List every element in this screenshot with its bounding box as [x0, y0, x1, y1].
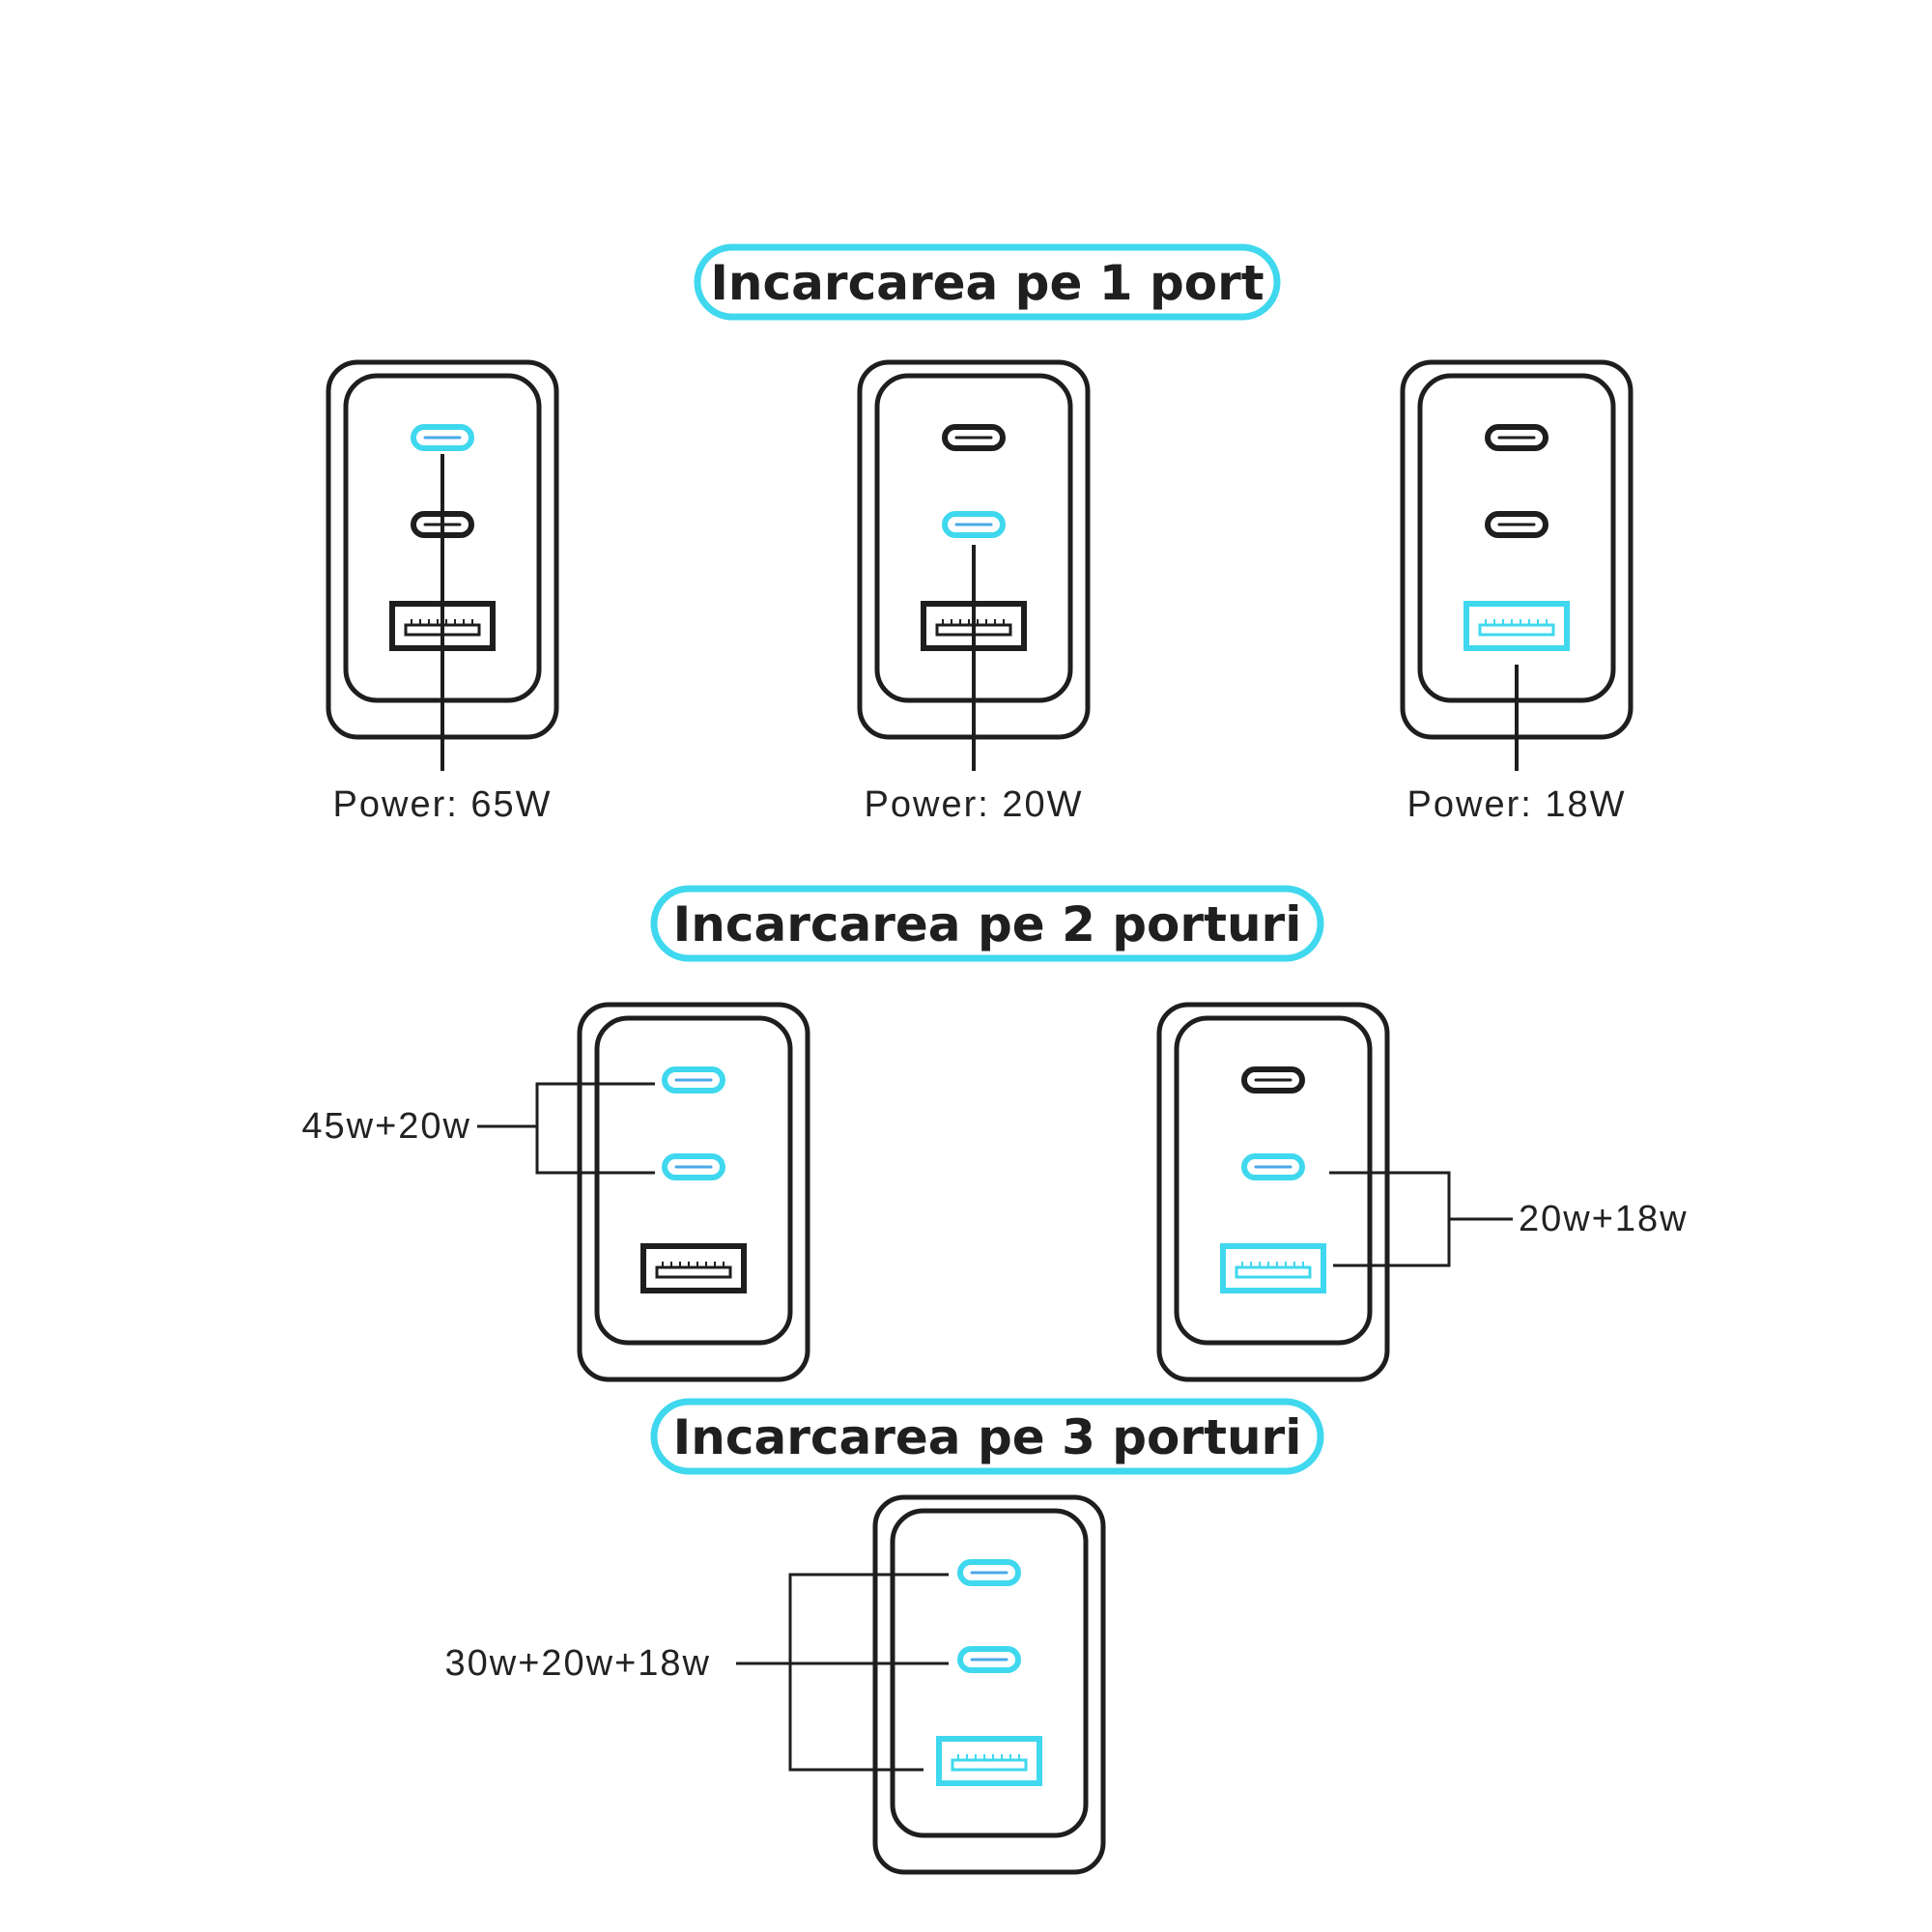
single-port-charger-2: Power: 20W: [857, 359, 1091, 825]
usb-c-port-icon: [411, 424, 474, 451]
power-label: 30w+20w+18w: [444, 1643, 711, 1684]
bracket-line: [788, 1573, 949, 1772]
usb-a-port-icon: [936, 1736, 1042, 1786]
usb-c-port-icon: [942, 511, 1006, 538]
heading-3-ports-text: Incarcarea pe 3 porturi: [673, 1409, 1302, 1465]
charger-icon: [872, 1494, 1106, 1875]
usb-c-port-icon: [662, 1066, 725, 1094]
usb-c-port-icon: [662, 1153, 725, 1180]
single-port-charger-3: Power: 18W: [1400, 359, 1634, 825]
usb-c-port-icon: [942, 424, 1006, 451]
charger-icon: [577, 1002, 810, 1382]
usb-a-port-icon: [1220, 1243, 1326, 1293]
usb-c-port-icon: [957, 1559, 1021, 1586]
power-label: Power: 65W: [333, 784, 553, 825]
charger-icon: [1400, 359, 1634, 740]
heading-pill: [694, 243, 1281, 321]
usb-c-port-icon: [1241, 1066, 1305, 1094]
usb-a-port-icon: [640, 1243, 747, 1293]
power-label: Power: 18W: [1407, 784, 1627, 825]
heading-3-ports: Incarcarea pe 3 porturi: [650, 1398, 1324, 1475]
dual-port-charger-2: 20w+18w: [1156, 1002, 1689, 1382]
heading-pill: [650, 1398, 1324, 1475]
heading-pill: [650, 885, 1324, 962]
power-label: Power: 20W: [865, 784, 1084, 825]
dual-port-charger-1: 45w+20w: [301, 1002, 810, 1382]
heading-1-port: Incarcarea pe 1 port: [694, 243, 1281, 321]
usb-c-port-icon: [1241, 1153, 1305, 1180]
heading-2-ports-text: Incarcarea pe 2 porturi: [673, 896, 1302, 952]
usb-c-port-icon: [1485, 424, 1548, 451]
bracket-line: [535, 1082, 655, 1175]
power-label: 45w+20w: [301, 1106, 471, 1147]
single-port-charger-1: Power: 65W: [326, 359, 559, 825]
heading-2-ports: Incarcarea pe 2 porturi: [650, 885, 1324, 962]
triple-port-charger: 30w+20w+18w: [444, 1494, 1106, 1875]
usb-c-port-icon: [957, 1646, 1021, 1673]
heading-1-port-text: Incarcarea pe 1 port: [710, 255, 1264, 311]
usb-c-port-icon: [1485, 511, 1548, 538]
usb-a-port-icon: [1463, 601, 1570, 651]
power-label: 20w+18w: [1519, 1199, 1689, 1239]
charger-icon: [1156, 1002, 1390, 1382]
